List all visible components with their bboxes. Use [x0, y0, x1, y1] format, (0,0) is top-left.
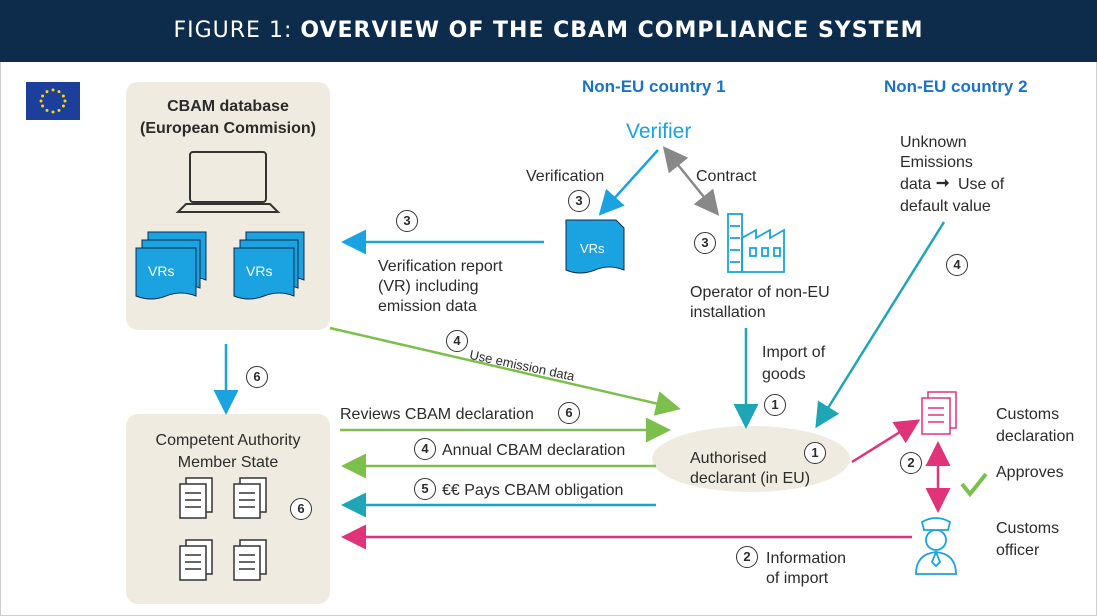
country1-heading: Non-EU country 1 [582, 77, 726, 96]
vr-label-right: VRs [246, 263, 272, 279]
arrow-right-icon: ➞ [936, 175, 950, 192]
vr-label-left: VRs [148, 263, 174, 279]
verifier-label: Verifier [626, 120, 692, 143]
contract-label: Contract [696, 168, 757, 185]
step-6-down: 6 [246, 366, 268, 388]
unknown-line3a: data [900, 176, 932, 193]
approves-label: Approves [996, 464, 1064, 481]
reviews-label: Reviews CBAM declaration [340, 406, 534, 423]
unknown-line4: default value [900, 198, 991, 215]
step-1-declarant: 1 [804, 442, 826, 464]
operator-line1: Operator of non-EU [690, 284, 830, 301]
step-1-import: 1 [764, 394, 786, 416]
step-4-use: 4 [446, 330, 468, 352]
step-4-unknown: 4 [946, 254, 968, 276]
customs-declaration-line1: Customs [996, 406, 1060, 423]
unknown-line3b: Use of [958, 176, 1005, 193]
info-import-line2: of import [766, 570, 829, 587]
step-2-customs: 2 [900, 452, 922, 474]
step-6-authority: 6 [290, 498, 312, 520]
customs-officer-line1: Customs [996, 520, 1060, 537]
document-stack-icons [179, 477, 267, 581]
import-goods-line1: Import of [762, 344, 826, 361]
pays-label: €€ Pays CBAM obligation [442, 482, 624, 499]
authority-line2: Member State [177, 454, 279, 471]
operator-line2: installation [690, 304, 766, 321]
customs-declaration-line2: declaration [996, 428, 1075, 445]
declarant-line2: declarant (in EU) [690, 470, 811, 487]
vr-stack-icon-left [135, 231, 207, 300]
verification-label: Verification [526, 168, 605, 185]
step-3-verification: 3 [568, 190, 590, 212]
authority-line1: Competent Authority [155, 432, 301, 449]
annual-label: Annual CBAM declaration [442, 442, 626, 459]
eu-flag-icon [26, 82, 80, 120]
step-6-reviews: 6 [558, 402, 580, 424]
step-4-annual: 4 [414, 438, 436, 460]
unknown-line2: Emissions [900, 154, 973, 171]
unknown-line1: Unknown [900, 134, 967, 151]
vr-stack-icon-right [233, 231, 305, 300]
title-prefix: FIGURE 1: [173, 18, 293, 43]
factory-icon [727, 213, 785, 273]
figure-title: FIGURE 1: OVERVIEW OF THE CBAM COMPLIANC… [0, 0, 1097, 62]
vr-document-icon [565, 219, 625, 274]
database-title: CBAM database [167, 98, 289, 115]
vr-report-line1: Verification report [378, 258, 503, 275]
vr-report-line2: (VR) including [378, 278, 479, 295]
declarant-line1: Authorised [690, 450, 767, 467]
customs-officer-icon [915, 517, 957, 575]
vr-report-line3: emission data [378, 298, 477, 315]
step-3-factory: 3 [694, 232, 716, 254]
country2-heading: Non-EU country 2 [884, 77, 1028, 96]
title-main: OVERVIEW OF THE CBAM COMPLIANCE SYSTEM [300, 18, 924, 43]
import-goods-line2: goods [762, 366, 806, 383]
step-2-info: 2 [736, 546, 758, 568]
info-import-line1: Information [766, 550, 847, 567]
database-subtitle: (European Commision) [139, 120, 316, 137]
step-5-pays: 5 [414, 478, 436, 500]
laptop-icon [175, 151, 281, 213]
customs-officer-line2: officer [996, 542, 1040, 559]
vr-doc-label: VRs [580, 241, 605, 256]
step-3-report: 3 [396, 210, 418, 232]
check-icon [960, 472, 988, 498]
customs-declaration-icon [921, 391, 957, 435]
